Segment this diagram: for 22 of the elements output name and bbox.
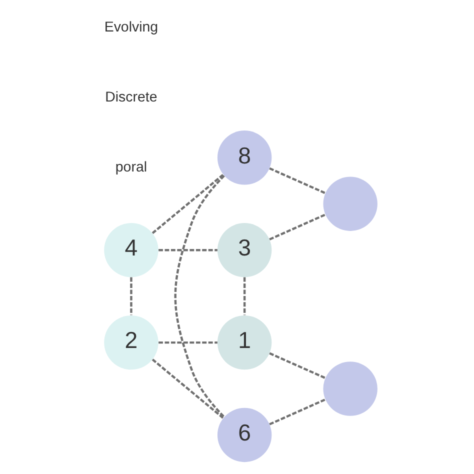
label: poral [115, 160, 148, 176]
label: Evolving [104, 19, 158, 36]
label: Discrete [105, 89, 158, 106]
connector [269, 398, 326, 426]
connector [158, 249, 218, 252]
node-circle [323, 176, 378, 231]
connector [158, 341, 218, 344]
node-circle [323, 362, 378, 416]
node-circle: 4 [104, 223, 158, 278]
node-circle: 2 [104, 315, 158, 370]
connector [243, 277, 246, 316]
connector [269, 352, 326, 379]
node-circle: 6 [217, 408, 272, 462]
connector [152, 174, 224, 234]
connector [130, 277, 132, 316]
node-circle: 1 [217, 315, 272, 370]
connector [152, 358, 224, 419]
connector [174, 174, 225, 418]
node-circle: 3 [217, 223, 272, 278]
connector [269, 167, 326, 194]
node-circle: 8 [217, 130, 272, 185]
connector [269, 214, 326, 240]
